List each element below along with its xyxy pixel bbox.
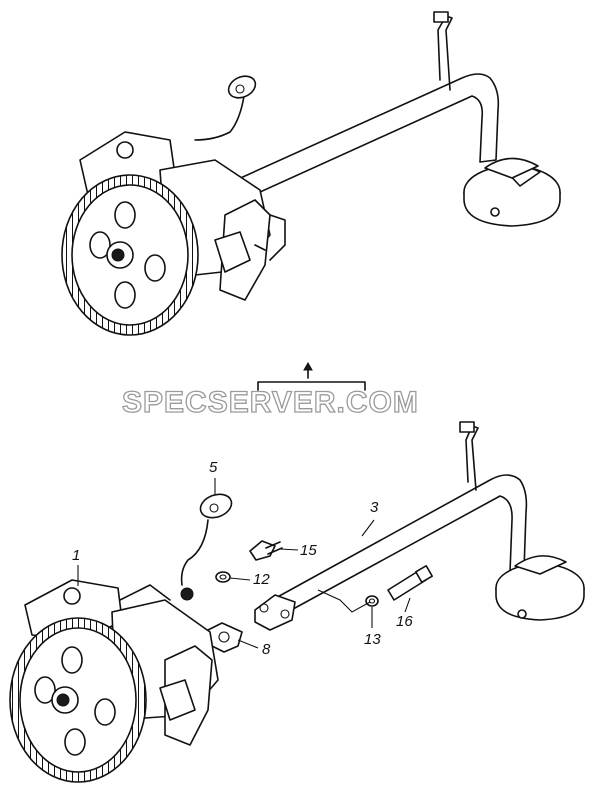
leader-lines (317, 589, 371, 613)
assembled-pickup-tube (224, 11, 561, 227)
washer-13-part (365, 595, 379, 607)
assembled-oil-line (194, 75, 257, 141)
callout-leaders (77, 478, 411, 649)
pickup-tube-part (254, 421, 585, 631)
callout-3: 3 (370, 499, 379, 516)
oil-line-part (180, 493, 233, 601)
washer-12-part (215, 571, 231, 583)
callout-16: 16 (396, 613, 413, 630)
exploded-view: 1 3 5 8 12 13 15 16 (9, 421, 585, 783)
assembled-oil-pump (61, 11, 561, 336)
bolt-16-part (387, 565, 433, 601)
callout-1: 1 (72, 547, 80, 564)
callout-15: 15 (300, 542, 317, 559)
watermark-text: SPECSERVER.COM (122, 386, 419, 419)
callout-5: 5 (209, 459, 218, 476)
callout-8: 8 (262, 641, 271, 658)
assembly-arrow (257, 361, 366, 391)
assembled-drive-gear (61, 174, 199, 336)
bolt-15-part (249, 540, 283, 561)
callout-13: 13 (364, 631, 381, 648)
callout-12: 12 (253, 571, 270, 588)
drive-gear-part (9, 617, 147, 783)
